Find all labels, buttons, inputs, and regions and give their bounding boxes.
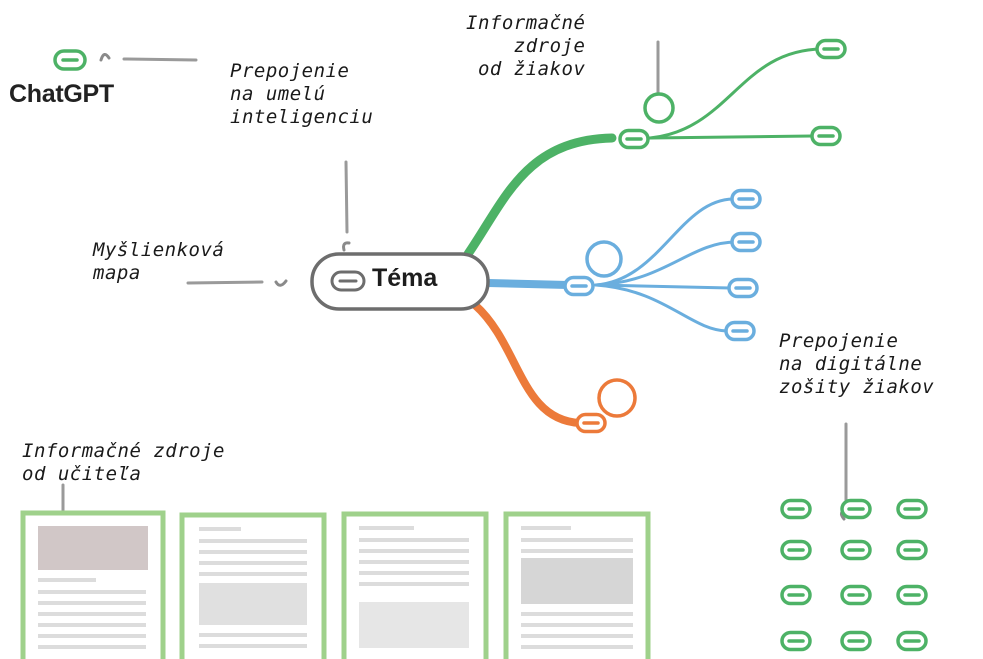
orange-circle-marker [597,378,637,418]
workbooks-link-label: Prepojenie na digitálne zošity žiakov [779,330,935,398]
workbook-node-5 [840,539,872,561]
student-sources-label: Informačné zdroje od žiakov [466,12,586,80]
mindmap-pointer-line [186,280,264,285]
green-leaf-node-1 [815,38,847,60]
workbook-node-8 [840,584,872,606]
green-main-node [618,128,650,150]
branch-orange-main [471,301,584,427]
blue-sub-branch-4 [594,283,729,333]
mindmap-pointer-icon [274,279,288,287]
blue-leaf-node-2 [730,231,762,253]
blue-leaf-node-1 [730,188,762,210]
branch-blue-main [484,279,572,289]
workbook-node-6 [896,539,928,561]
branch-green-main [463,133,617,259]
green-sub-branch-1 [648,47,824,140]
workbook-node-11 [840,630,872,652]
workbook-node-7 [780,584,812,606]
workbook-node-10 [780,630,812,652]
teacher-document-pages [20,510,651,659]
workbook-node-12 [896,630,928,652]
ai-link-label: Prepojenie na umelú inteligenciu [230,60,374,128]
workbook-node-3 [896,498,928,520]
blue-circle-marker [585,240,623,278]
green-sub-branch-2 [648,134,814,140]
workbook-node-9 [896,584,928,606]
chatgpt-pointer-icon [99,53,111,62]
workbook-node-1 [780,498,812,520]
chatgpt-logo: ChatGPT [9,80,114,108]
ai-pointer-line [344,160,349,234]
green-leaf-node-2 [810,125,842,147]
blue-leaf-node-3 [727,277,759,299]
topic-title: Téma [372,264,438,292]
orange-main-node [575,412,607,434]
green-circle-marker [643,92,675,124]
ai-pointer-icon [342,241,351,252]
blue-sub-branch-1 [594,197,735,287]
blue-sub-branch-2 [594,240,738,287]
blue-leaf-node-4 [724,320,756,342]
topic-node [310,252,490,311]
chatgpt-pointer-line [122,57,198,62]
blue-main-node [563,275,595,297]
workbook-node-2 [840,498,872,520]
blue-sub-branch-3 [594,283,732,290]
teacher-sources-label: Informačné zdroje od učiteľa [22,440,225,485]
workbook-node-4 [780,539,812,561]
mind-map-label: Myšlienková mapa [93,239,225,284]
